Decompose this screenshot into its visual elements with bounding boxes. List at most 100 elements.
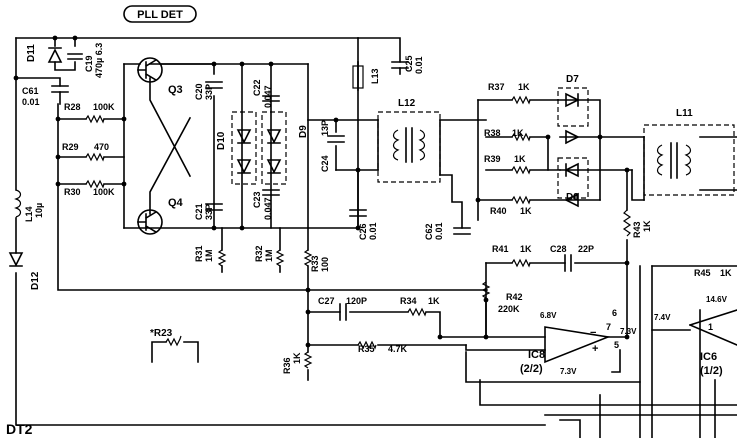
label-r32-val: 1M bbox=[264, 249, 274, 262]
label-ic6: IC6 bbox=[700, 351, 717, 363]
label-q4: Q4 bbox=[168, 197, 184, 209]
label-c61: C61 bbox=[22, 86, 39, 96]
label-r41: R41 bbox=[492, 244, 509, 254]
label-pin-minus: − bbox=[590, 327, 596, 339]
label-r34: R34 bbox=[400, 296, 417, 306]
label-c27-val: 120P bbox=[346, 296, 367, 306]
label-r42-val: 220K bbox=[498, 304, 520, 314]
label-r38-val: 1K bbox=[512, 128, 524, 138]
label-r40-val: 1K bbox=[520, 206, 532, 216]
label-d10: D10 bbox=[216, 131, 227, 150]
label-r39: R39 bbox=[484, 154, 501, 164]
label-ic8-sub: (2/2) bbox=[520, 363, 543, 375]
pll-det-label: PLL DET bbox=[137, 9, 183, 21]
label-c19: C19 bbox=[84, 55, 94, 72]
label-l13: L13 bbox=[370, 68, 380, 84]
label-l11: L11 bbox=[676, 108, 693, 119]
label-c24: C24 bbox=[320, 155, 330, 172]
label-pin-7: 7 bbox=[606, 322, 611, 332]
label-l14: L14 bbox=[24, 206, 34, 222]
label-r36-val: 1K bbox=[292, 352, 302, 364]
label-d11: D11 bbox=[26, 44, 37, 62]
capacitors bbox=[51, 53, 572, 321]
label-c23-val: 0.047 bbox=[263, 197, 273, 220]
label-r43-val: 1K bbox=[642, 220, 652, 232]
label-c24-val: 13P bbox=[320, 120, 330, 136]
label-r39-val: 1K bbox=[514, 154, 526, 164]
label-r45-val: 1K bbox=[720, 268, 732, 278]
label-r28-val: 100K bbox=[93, 102, 115, 112]
junctions bbox=[13, 35, 630, 348]
label-r33: R33 bbox=[310, 255, 320, 272]
diodes bbox=[8, 47, 580, 267]
label-v-7-3a: 7.3V bbox=[620, 327, 637, 336]
label-r31-val: 1M bbox=[204, 249, 214, 262]
label-section-dt2: DT2 bbox=[6, 421, 33, 437]
label-v-6-8: 6.8V bbox=[540, 311, 557, 320]
label-c20: C20 bbox=[194, 83, 204, 100]
label-r43: R43 bbox=[632, 221, 642, 238]
label-ic6-sub: (1/2) bbox=[700, 365, 723, 377]
label-r35: R35 bbox=[358, 344, 375, 354]
inductors bbox=[14, 65, 692, 218]
pll-det-frame bbox=[123, 5, 197, 23]
label-d12: D12 bbox=[30, 271, 41, 290]
label-d7: D7 bbox=[566, 74, 579, 85]
label-pin-5: 5 bbox=[614, 340, 619, 350]
label-c19-val: 470µ 6.3 bbox=[94, 43, 104, 78]
label-c23: C23 bbox=[252, 191, 262, 208]
label-r35-val: 4.7K bbox=[388, 344, 408, 354]
label-c21-val: 33P bbox=[204, 204, 214, 220]
label-d8: D8 bbox=[566, 192, 579, 203]
label-r40: R40 bbox=[490, 206, 507, 216]
label-r42: R42 bbox=[506, 292, 523, 302]
label-l14-val: 10µ bbox=[34, 203, 44, 218]
label-r29: R29 bbox=[62, 142, 79, 152]
label-v-14-6: 14.6V bbox=[706, 295, 728, 304]
label-r38: R38 bbox=[484, 128, 501, 138]
label-c61-val: 0.01 bbox=[22, 97, 40, 107]
label-r30: R30 bbox=[64, 187, 81, 197]
label-pin-6: 6 bbox=[612, 308, 617, 318]
label-d9: D9 bbox=[298, 125, 309, 138]
label-c25-val: 0.01 bbox=[414, 56, 424, 74]
label-r30-val: 100K bbox=[93, 187, 115, 197]
label-r36: R36 bbox=[282, 357, 292, 374]
label-c62: C62 bbox=[424, 223, 434, 240]
label-r45: R45 bbox=[694, 268, 711, 278]
resistors bbox=[85, 95, 632, 369]
label-v-7-3b: 7.3V bbox=[560, 367, 577, 376]
label-pin-plus: + bbox=[592, 343, 598, 355]
label-c25: C25 bbox=[404, 55, 414, 72]
label-r41-val: 1K bbox=[520, 244, 532, 254]
opamps bbox=[544, 309, 737, 364]
label-r29-val: 470 bbox=[94, 142, 109, 152]
label-r23: *R23 bbox=[150, 328, 173, 339]
label-ic8: IC8 bbox=[528, 349, 545, 361]
shields bbox=[231, 87, 735, 199]
label-c62-val: 0.01 bbox=[434, 222, 444, 240]
label-c27: C27 bbox=[318, 296, 335, 306]
label-r37-val: 1K bbox=[518, 82, 530, 92]
label-c26: C26 bbox=[358, 223, 368, 240]
label-c28: C28 bbox=[550, 244, 567, 254]
label-c28-val: 22P bbox=[578, 244, 594, 254]
label-r28: R28 bbox=[64, 102, 81, 112]
label-r37: R37 bbox=[488, 82, 505, 92]
transistors bbox=[137, 57, 163, 235]
label-c26-val: 0.01 bbox=[368, 222, 378, 240]
label-r34-val: 1K bbox=[428, 296, 440, 306]
label-l12: L12 bbox=[398, 98, 416, 109]
label-r32: R32 bbox=[254, 245, 264, 262]
label-v-7-4: 7.4V bbox=[654, 313, 671, 322]
label-q3: Q3 bbox=[168, 84, 183, 96]
label-r31: R31 bbox=[194, 245, 204, 262]
label-c21: C21 bbox=[194, 203, 204, 220]
label-c22-val: 0.047 bbox=[263, 85, 273, 108]
labels: D11 C19 470µ 6.3 C61 0.01 R28 100K R29 4… bbox=[6, 43, 732, 437]
label-pin-1: 1 bbox=[708, 322, 713, 332]
label-c22: C22 bbox=[252, 79, 262, 96]
label-c20-val: 33P bbox=[204, 84, 214, 100]
label-r33-val: 100 bbox=[320, 257, 330, 272]
